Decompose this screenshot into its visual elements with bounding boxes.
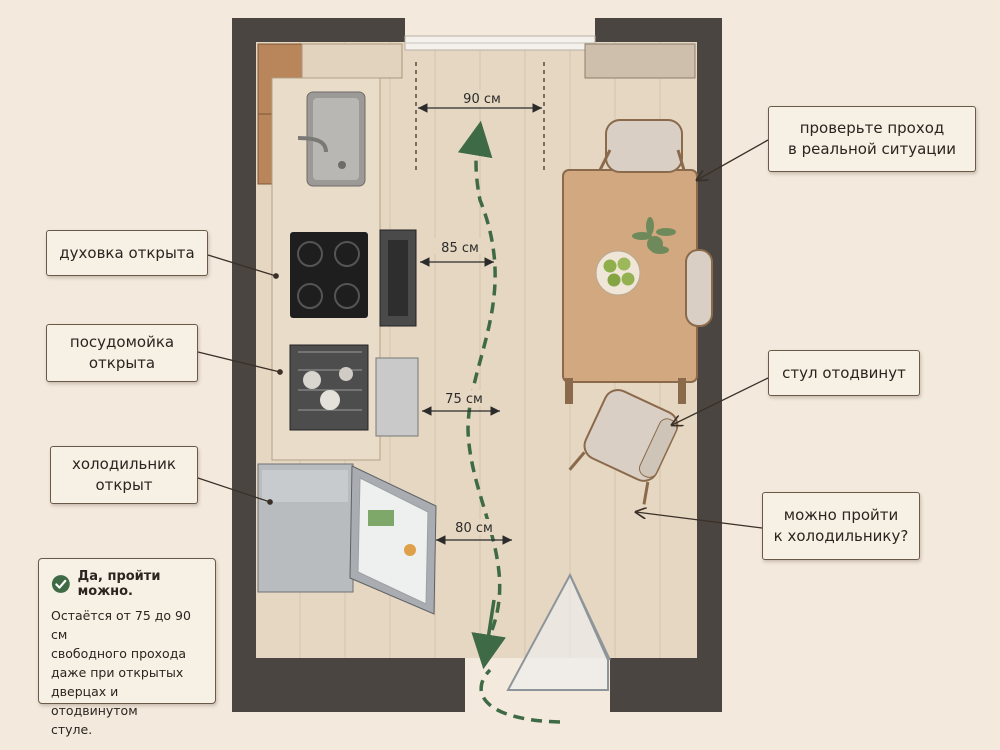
label-check-passage: проверьте проход в реальной ситуации bbox=[768, 106, 976, 172]
dim-dishwasher: 75 см bbox=[445, 392, 483, 407]
chair-moved bbox=[568, 389, 679, 505]
plant bbox=[632, 217, 676, 254]
label-fridge-open: холодильник открыт bbox=[50, 446, 198, 504]
entrance-door bbox=[506, 572, 609, 691]
answer-body: Остаётся от 75 до 90 см свободного прохо… bbox=[51, 608, 191, 737]
dimension-lines bbox=[415, 62, 545, 545]
chair-top bbox=[598, 119, 686, 173]
label-chair-moved: стул отодвинут bbox=[768, 350, 920, 396]
dim-fridge: 80 см bbox=[455, 521, 493, 536]
right-cabinet bbox=[584, 43, 696, 79]
dishwasher-door bbox=[375, 357, 419, 437]
dim-oven: 85 см bbox=[441, 241, 479, 256]
leader-lines bbox=[197, 139, 769, 529]
label-dishwasher-open: посудомойка открыта bbox=[46, 324, 198, 382]
answer-title: Да, пройти можно. bbox=[77, 569, 161, 599]
answer-header: Да, пройти можно. bbox=[51, 569, 205, 599]
label-pass-to-fridge: можно пройти к холодильнику? bbox=[762, 492, 920, 560]
upper-cabinet-top bbox=[301, 43, 403, 79]
walls bbox=[232, 18, 722, 712]
check-circle-icon bbox=[51, 575, 70, 593]
answer-box: Да, пройти можно. Остаётся от 75 до 90 с… bbox=[38, 558, 216, 737]
dim-top: 90 см bbox=[463, 92, 501, 107]
dishwasher bbox=[289, 344, 369, 431]
cooktop bbox=[290, 232, 368, 318]
fruit-bowl bbox=[595, 250, 641, 296]
label-oven-open: духовка открыта bbox=[46, 230, 208, 276]
chair-right bbox=[685, 249, 713, 327]
